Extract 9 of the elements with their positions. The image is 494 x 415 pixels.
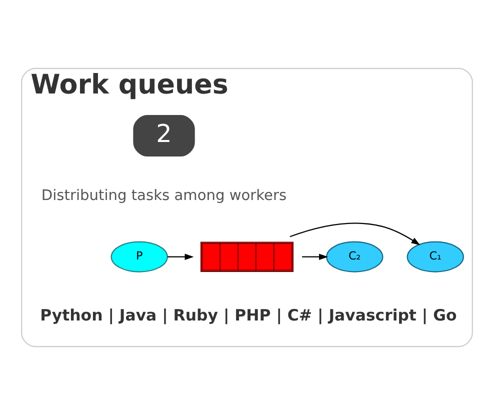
label: Python | Java | Ruby | PHP | C# | Javascript | Go xyxy=(40,305,457,324)
node-ellipse: C₂ xyxy=(326,241,384,272)
label: Distributing tasks among workers xyxy=(41,187,287,204)
arrow xyxy=(302,254,328,260)
arrow xyxy=(290,222,420,246)
label: 2 xyxy=(156,119,172,148)
node-ellipse: C₁ xyxy=(406,241,464,272)
node-ellipse: P xyxy=(110,241,168,272)
arrow xyxy=(168,254,194,260)
